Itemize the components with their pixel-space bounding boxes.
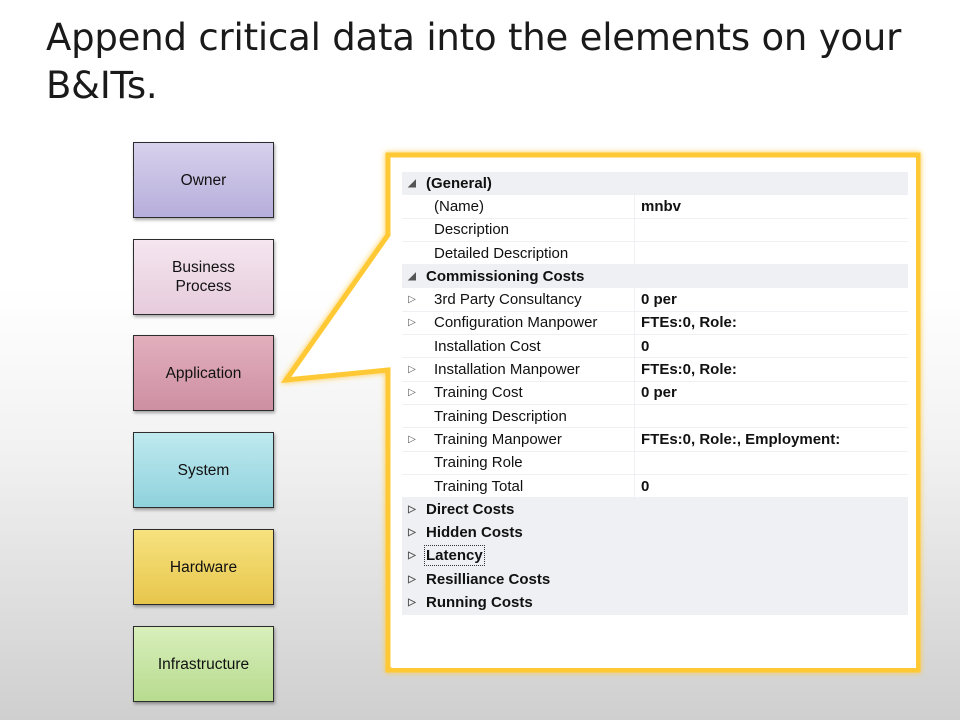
property-name-text: 3rd Party Consultancy xyxy=(434,291,582,309)
layer-system-label: System xyxy=(177,461,230,479)
expand-triangle-icon[interactable]: ▷ xyxy=(408,527,416,539)
layer-business-process-label-1: Business xyxy=(172,259,235,276)
property-row[interactable]: (Name) mnbv xyxy=(402,195,908,219)
property-category-label: Direct Costs xyxy=(422,498,892,520)
property-name-text: Installation Cost xyxy=(434,337,541,355)
property-category-label: (General) xyxy=(422,172,892,194)
expand-triangle-icon[interactable]: ▷ xyxy=(408,503,416,515)
property-value[interactable]: 0 xyxy=(641,477,650,495)
property-row[interactable]: ▷ Configuration Manpower FTEs:0, Role: xyxy=(402,311,908,336)
expand-triangle-icon[interactable]: ▷ xyxy=(408,294,416,306)
property-name: Installation Cost xyxy=(430,335,635,358)
collapse-triangle-icon[interactable]: ◢ xyxy=(408,270,416,282)
property-category-label: Commissioning Costs xyxy=(422,265,892,287)
property-category-row[interactable]: ▷ Hidden Costs xyxy=(402,521,908,545)
property-name-text: Training Total xyxy=(434,477,524,495)
layer-hardware-box[interactable]: Hardware xyxy=(133,529,274,605)
expand-triangle-icon[interactable]: ▷ xyxy=(408,596,416,608)
property-name-text: Description xyxy=(434,221,510,239)
property-name: Training Manpower xyxy=(430,428,635,451)
layer-hardware-label: Hardware xyxy=(169,558,238,576)
property-category-row[interactable]: ◢ (General) xyxy=(402,172,908,196)
property-name-text: Hidden Costs xyxy=(426,524,523,542)
property-category-row[interactable]: ▷ Direct Costs xyxy=(402,498,908,522)
property-row[interactable]: Description xyxy=(402,218,908,242)
property-category-row[interactable]: ▷ Running Costs xyxy=(402,591,908,615)
expand-triangle-icon[interactable]: ▷ xyxy=(408,317,416,329)
property-name-text: Resilliance Costs xyxy=(426,570,551,588)
layer-application-box[interactable]: Application xyxy=(133,335,274,411)
property-name: Installation Manpower xyxy=(430,358,635,381)
property-row[interactable]: Training Description xyxy=(402,404,908,429)
property-category-row[interactable]: ◢ Commissioning Costs xyxy=(402,265,908,289)
property-category-label: Resilliance Costs xyxy=(422,568,892,590)
property-name: Description xyxy=(430,218,635,241)
property-name: 3rd Party Consultancy xyxy=(430,288,635,311)
property-name: Training Role xyxy=(430,451,635,474)
layer-infrastructure-label: Infrastructure xyxy=(157,655,250,673)
property-name-text: Training Role xyxy=(434,454,523,472)
property-category-row[interactable]: ▷ Resilliance Costs xyxy=(402,568,908,592)
property-category-label: Latency xyxy=(422,545,892,567)
property-name: Configuration Manpower xyxy=(430,311,635,335)
expand-triangle-icon[interactable]: ▷ xyxy=(408,573,416,585)
property-row[interactable]: ▷ Training Cost 0 per xyxy=(402,381,908,405)
property-row[interactable]: Training Total 0 xyxy=(402,474,908,499)
property-category-label: Hidden Costs xyxy=(422,521,892,543)
property-name: (Name) xyxy=(430,195,635,218)
property-name-text: Installation Manpower xyxy=(434,361,580,379)
property-row[interactable]: Detailed Description xyxy=(402,241,908,266)
property-name: Detailed Description xyxy=(430,241,635,265)
property-row[interactable]: ▷ Installation Manpower FTEs:0, Role: xyxy=(402,358,908,382)
layer-application-label: Application xyxy=(165,364,242,382)
expand-triangle-icon[interactable]: ▷ xyxy=(408,433,416,445)
property-value[interactable]: FTEs:0, Role: xyxy=(641,361,737,379)
property-value[interactable]: FTEs:0, Role: xyxy=(641,314,737,332)
layer-business-process-box[interactable]: Business Process xyxy=(133,239,274,315)
property-name-text: Training Cost xyxy=(434,384,523,402)
slide-title: Append critical data into the elements o… xyxy=(46,14,926,110)
property-row[interactable]: ▷ Training Manpower FTEs:0, Role:, Employm… xyxy=(402,428,908,452)
property-name-text: Running Costs xyxy=(426,593,533,611)
property-name-text: Direct Costs xyxy=(426,500,515,518)
property-value[interactable]: FTEs:0, Role:, Employment: xyxy=(641,430,841,448)
slide-title-line-1: Append critical data into the elements o… xyxy=(46,16,902,59)
property-name-text: Configuration Manpower xyxy=(434,314,598,332)
slide-title-line-2: B&ITs. xyxy=(46,64,158,107)
collapse-triangle-icon[interactable]: ◢ xyxy=(408,177,416,189)
property-row[interactable]: Installation Cost 0 xyxy=(402,335,908,359)
property-row[interactable]: ▷ 3rd Party Consultancy 0 per xyxy=(402,288,908,312)
property-value[interactable]: mnbv xyxy=(641,197,682,215)
property-category-row[interactable]: ▷ Latency xyxy=(402,544,908,569)
property-name-text: (Name) xyxy=(434,197,485,215)
property-value[interactable]: 0 per xyxy=(641,384,677,402)
property-value[interactable]: 0 per xyxy=(641,291,677,309)
property-name-text: Detailed Description xyxy=(434,244,569,262)
layer-system-box[interactable]: System xyxy=(133,432,274,508)
property-name-text: Commissioning Costs xyxy=(426,267,585,285)
property-category-label: Running Costs xyxy=(422,591,892,613)
layer-business-process-label-2: Process xyxy=(175,278,232,295)
layer-owner-box[interactable]: Owner xyxy=(133,142,274,218)
expand-triangle-icon[interactable]: ▷ xyxy=(408,364,416,376)
property-name-text: Training Description xyxy=(434,407,567,425)
expand-triangle-icon[interactable]: ▷ xyxy=(408,387,416,399)
layer-owner-label: Owner xyxy=(180,171,227,189)
property-name-text: Training Manpower xyxy=(434,430,562,448)
layer-infrastructure-box[interactable]: Infrastructure xyxy=(133,626,274,702)
property-name: Training Description xyxy=(430,404,635,428)
expand-triangle-icon[interactable]: ▷ xyxy=(408,550,416,562)
property-name: Training Total xyxy=(430,474,635,498)
property-name: Training Cost xyxy=(430,381,635,404)
property-row[interactable]: Training Role xyxy=(402,451,908,475)
property-name-text: Latency xyxy=(424,545,485,567)
property-name-text: (General) xyxy=(426,174,492,192)
property-value[interactable]: 0 xyxy=(641,337,650,355)
